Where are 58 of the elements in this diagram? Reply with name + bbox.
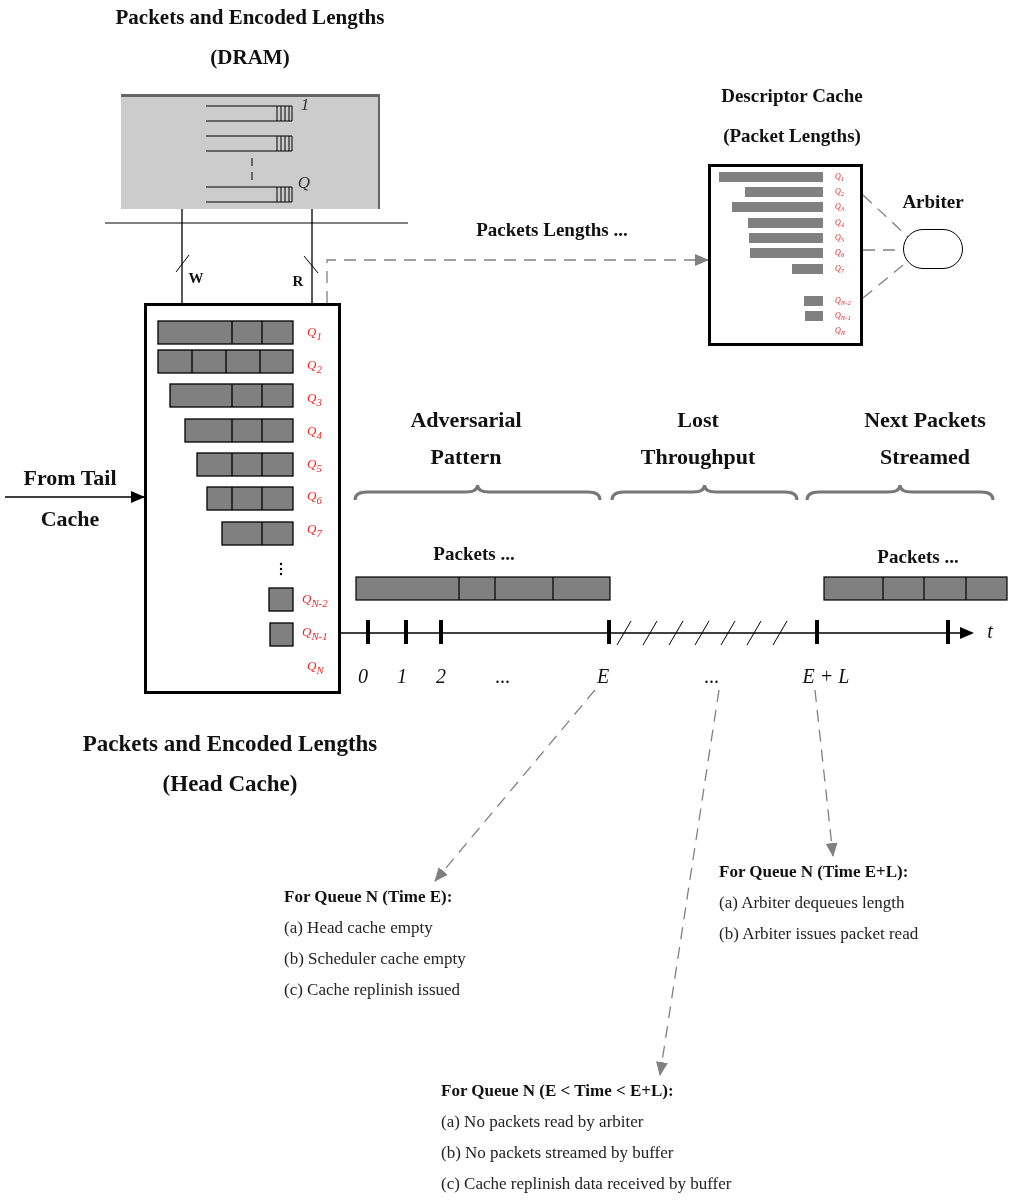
packets-label: Packets ...: [877, 546, 959, 568]
connector-line: [311, 208, 313, 304]
queue-label: Q$_{4}$: [307, 423, 322, 441]
arrow: [4, 491, 145, 503]
arrow: [814, 689, 838, 857]
packets-label: Packets ...: [433, 543, 515, 565]
queue-label: Q$_{N}$: [835, 325, 846, 337]
queue-label: Q$_{7}$: [835, 263, 845, 275]
tick-label: ...: [699, 662, 725, 690]
queue-label: Q$_{5}$: [835, 232, 845, 244]
queue-label: Q$_{3}$: [835, 201, 845, 213]
connector-line: [181, 208, 183, 304]
note-heading: For Queue N (E < Time < E+L):: [441, 1080, 675, 1102]
queue-label: Q$_{7}$: [307, 521, 322, 539]
queue-label: Q$_{6}$: [835, 247, 845, 259]
queue-label: Q$_{6}$: [307, 488, 322, 506]
block-title: Packets and Encoded Lengths (DRAM): [114, 4, 386, 71]
note-heading: For Queue N (Time E):: [284, 886, 454, 908]
note-line: (b) Arbiter issues packet read: [719, 923, 920, 945]
queue-label: Q$_{1}$: [835, 171, 845, 183]
queue-label: Q$_{N-2}$: [302, 591, 328, 609]
queue-label: 1: [300, 95, 310, 115]
note-line: (b) No packets streamed by buffer: [441, 1142, 675, 1164]
arbiter-title: Arbiter: [901, 190, 965, 214]
section-heading: Next Packets Streamed: [863, 406, 987, 471]
queue-label: Q$_{N-2}$: [835, 295, 851, 307]
queue-label: Q$_{N-1}$: [835, 310, 851, 322]
note-heading: For Queue N (Time E+L):: [719, 861, 910, 883]
tick-label: E + L: [795, 662, 857, 690]
tick-label: 2: [436, 664, 446, 688]
queue-label: Q$_{2}$: [835, 186, 845, 198]
queue-label: Q$_{N}$: [307, 658, 324, 676]
arrow: [326, 254, 709, 304]
queue-label: Q$_{2}$: [307, 357, 322, 375]
axis-label: t: [987, 619, 993, 643]
input-label: From Tail Cache: [5, 457, 135, 539]
queue-label: Q$_{N-1}$: [302, 624, 328, 642]
queue-label: Q$_{5}$: [307, 456, 322, 474]
section-heading: Adversarial Pattern: [409, 406, 523, 471]
queue-label: Q$_{4}$: [835, 217, 845, 229]
tick-label: E: [590, 662, 616, 690]
note-line: (a) Head cache empty: [284, 917, 434, 939]
section-heading: Lost Throughput: [639, 406, 757, 471]
tick-label: 0: [358, 664, 368, 688]
arrow: [656, 689, 720, 1076]
note-line: (c) Cache replinish data received by buffer: [441, 1173, 733, 1195]
note-line: (a) Arbiter dequeues length: [719, 892, 906, 914]
note-line: (a) No packets read by arbiter: [441, 1111, 645, 1133]
note-line: (b) Scheduler cache empty: [284, 948, 467, 970]
tick-label: 1: [397, 664, 407, 688]
queue-label: Q$_{3}$: [307, 390, 322, 408]
queue-label: Q$_{1}$: [307, 324, 322, 342]
block-title: Packets and Encoded Lengths (Head Cache): [81, 730, 379, 798]
note-line: (c) Cache replinish issued: [284, 979, 462, 1001]
block-title: Descriptor Cache (Packet Lengths): [720, 84, 864, 148]
tick-label: ...: [495, 664, 511, 688]
queue-label: Q: [297, 173, 311, 193]
arrow: [434, 689, 596, 882]
